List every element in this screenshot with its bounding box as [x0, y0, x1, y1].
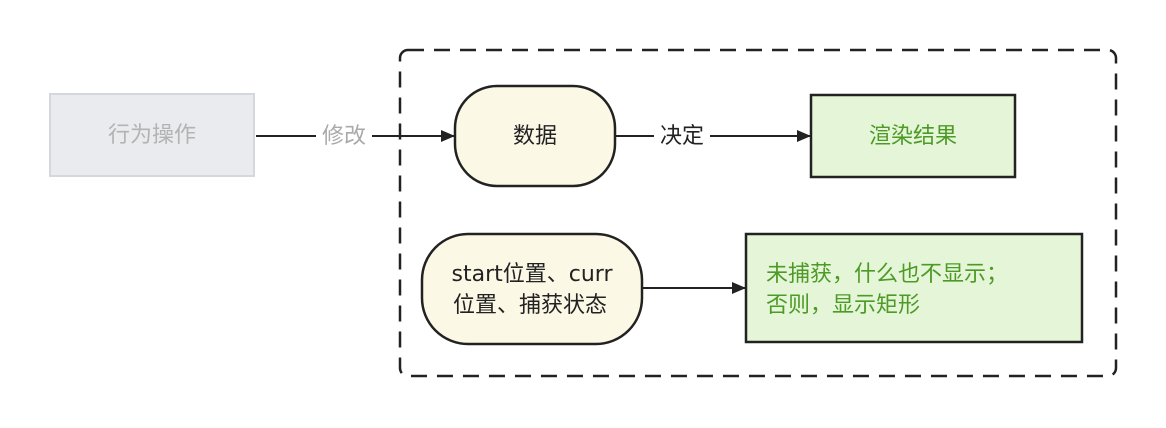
node-render-result: 渲染结果: [809, 93, 1017, 179]
node-state-line-1: start位置、curr: [452, 262, 614, 287]
node-user-action: 行为操作: [49, 93, 255, 177]
edge-modify-label: 修改: [322, 124, 366, 149]
node-state: start位置、curr 位置、捕获状态: [420, 232, 644, 346]
node-state-line-2: 位置、捕获状态: [453, 293, 607, 318]
node-render-result-label: 渲染结果: [869, 124, 957, 149]
node-display-result-line-2: 否则，显示矩形: [766, 293, 920, 318]
node-data-label: 数据: [513, 124, 557, 149]
edge-modify: 修改: [256, 124, 455, 149]
node-display-result-line-1: 未捕获，什么也不显示；: [766, 262, 1008, 287]
node-data: 数据: [453, 84, 617, 188]
dashed-group-container: [398, 48, 1118, 378]
node-user-action-label: 行为操作: [108, 123, 196, 148]
node-display-result: 未捕获，什么也不显示； 否则，显示矩形: [744, 232, 1084, 344]
edge-decide: 决定: [616, 124, 811, 149]
edge-decide-label: 决定: [660, 124, 704, 149]
